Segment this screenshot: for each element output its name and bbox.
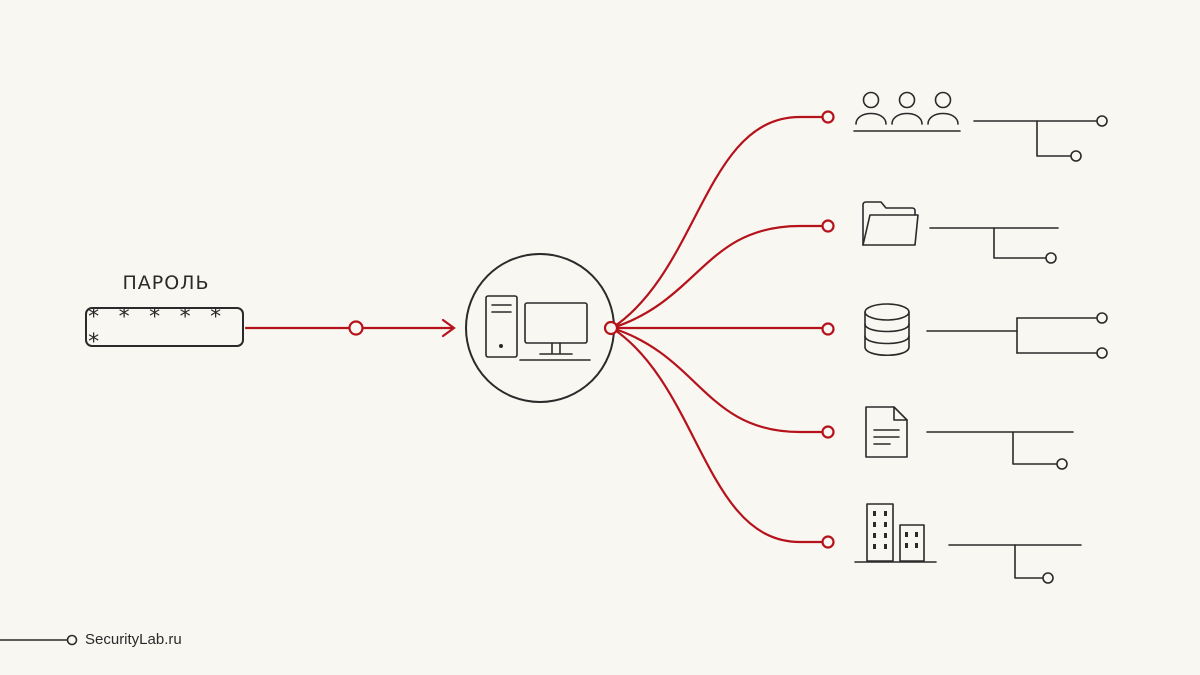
- password-label: ПАРОЛЬ: [122, 272, 210, 294]
- password-field: * * * * * *: [85, 305, 244, 355]
- desktop-computer-icon: [485, 295, 591, 361]
- folder-icon: [862, 201, 919, 246]
- database-icon: [864, 303, 910, 356]
- target-users-lines: [973, 115, 1108, 162]
- target-folder-lines: [929, 227, 1059, 264]
- fanout-branches: [603, 110, 835, 549]
- hub-node: [465, 253, 615, 403]
- target-buildings-lines: [948, 544, 1082, 584]
- target-document-lines: [926, 431, 1074, 470]
- footer-brand: SecurityLab.ru: [85, 631, 182, 648]
- target-buildings: [854, 503, 1082, 584]
- target-folder: [862, 201, 1059, 264]
- target-document: [865, 406, 1074, 470]
- target-database-lines: [926, 312, 1108, 359]
- users-group-icon: [853, 91, 961, 132]
- office-buildings-icon: [854, 503, 937, 563]
- footer-connector: [0, 634, 78, 646]
- password-connector: [244, 318, 456, 338]
- target-database: [864, 303, 1108, 359]
- target-users: [853, 91, 1108, 162]
- document-icon: [865, 406, 908, 458]
